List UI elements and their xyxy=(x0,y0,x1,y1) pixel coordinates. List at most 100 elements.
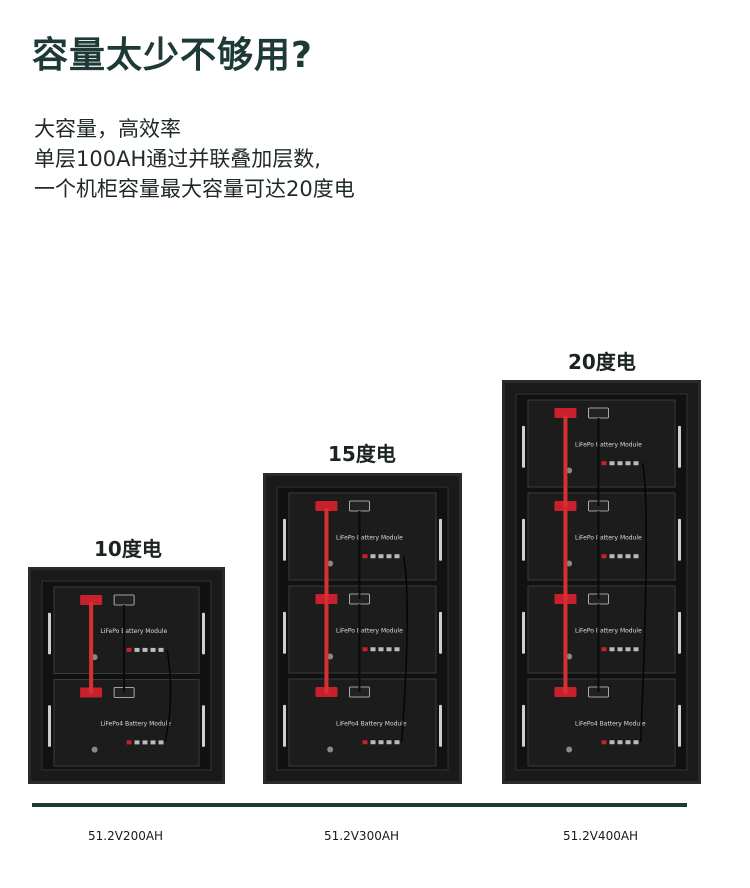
indicator-led xyxy=(601,554,607,559)
comm-cable xyxy=(164,649,172,743)
page-title: 容量太少不够用? xyxy=(32,35,313,76)
module-handle-right xyxy=(202,612,205,655)
indicator-led xyxy=(617,647,623,652)
battery-module: LiFePo Battery Module xyxy=(522,399,681,488)
module-handle-left xyxy=(283,611,286,654)
power-button xyxy=(566,467,573,474)
indicator-led xyxy=(378,647,384,652)
module-handle-right xyxy=(678,611,681,654)
indicator-led xyxy=(609,554,615,559)
indicator-led xyxy=(633,461,639,466)
battery-module: LiFePo Battery Module xyxy=(283,492,442,581)
indicator-led xyxy=(394,647,400,652)
battery-module: LiFePo Battery Module xyxy=(48,586,205,674)
indicator-led xyxy=(362,554,368,559)
module-handle-left xyxy=(48,612,51,655)
positive-terminal xyxy=(554,408,577,418)
module-label: LiFePo4 Battery Module xyxy=(575,720,646,727)
positive-terminal xyxy=(315,501,338,511)
negative-terminal xyxy=(113,594,135,606)
module-label: LiFePo Battery Module xyxy=(575,627,642,634)
indicator-led xyxy=(601,461,607,466)
indicator-led xyxy=(158,647,164,652)
battery-module: LiFePo Battery Module xyxy=(522,492,681,581)
indicator-led xyxy=(633,740,639,745)
power-button xyxy=(327,653,334,660)
module-label: LiFePo Battery Module xyxy=(336,627,403,634)
indicator-led xyxy=(625,647,631,652)
module-handle-left xyxy=(522,611,525,654)
indicator-led xyxy=(617,740,623,745)
power-button xyxy=(566,653,573,660)
battery-module: LiFePo4 Battery Module xyxy=(48,679,205,767)
indicator-led xyxy=(633,647,639,652)
module-handle-right xyxy=(678,518,681,561)
module-handle-left xyxy=(522,518,525,561)
indicator-led xyxy=(370,647,376,652)
indicator-led xyxy=(633,554,639,559)
module-handle-right xyxy=(439,518,442,561)
battery-module: LiFePo4 Battery Module xyxy=(522,678,681,767)
module-handle-right xyxy=(202,705,205,747)
negative-terminal xyxy=(349,500,370,512)
module-handle-left xyxy=(283,518,286,561)
indicator-led xyxy=(617,554,623,559)
module-label: LiFePo Battery Module xyxy=(336,534,403,541)
module-handle-left xyxy=(522,704,525,747)
capacity-label-15: 15度电 xyxy=(328,442,396,466)
module-label: LiFePo Battery Module xyxy=(575,534,642,541)
description-line-3: 一个机柜容量最大容量可达20度电 xyxy=(34,177,355,201)
module-handle-right xyxy=(439,704,442,747)
module-label: LiFePo Battery Module xyxy=(575,441,642,448)
module-handle-right xyxy=(678,425,681,468)
power-button xyxy=(327,560,334,567)
module-handle-left xyxy=(283,704,286,747)
indicator-led xyxy=(362,647,368,652)
baseline-divider xyxy=(32,803,687,807)
indicator-led xyxy=(625,740,631,745)
power-button xyxy=(566,746,573,753)
module-label: LiFePo4 Battery Module xyxy=(100,721,171,728)
indicator-led xyxy=(362,740,368,745)
indicator-led xyxy=(370,554,376,559)
indicator-led xyxy=(142,647,148,652)
indicator-led xyxy=(625,461,631,466)
indicator-led xyxy=(370,740,376,745)
battery-module: LiFePo4 Battery Module xyxy=(283,678,442,767)
module-handle-right xyxy=(439,611,442,654)
indicator-led xyxy=(386,647,392,652)
indicator-led xyxy=(394,740,400,745)
capacity-label-10: 10度电 xyxy=(94,537,162,561)
indicator-led xyxy=(609,740,615,745)
module-handle-left xyxy=(522,425,525,468)
description-line-2: 单层100AH通过并联叠加层数, xyxy=(34,147,321,171)
power-button xyxy=(566,560,573,567)
indicator-led xyxy=(394,554,400,559)
module-label: LiFePo Battery Module xyxy=(100,628,167,635)
module-label: LiFePo4 Battery Module xyxy=(336,720,407,727)
battery-module: LiFePo Battery Module xyxy=(283,585,442,674)
power-button xyxy=(91,746,98,753)
capacity-label-20: 20度电 xyxy=(568,350,636,374)
indicator-led xyxy=(378,740,384,745)
indicator-led xyxy=(378,554,384,559)
module-handle-left xyxy=(48,705,51,747)
indicator-led xyxy=(150,647,156,652)
indicator-led xyxy=(142,740,148,745)
power-button xyxy=(327,746,334,753)
positive-terminal xyxy=(80,595,103,605)
indicator-led xyxy=(126,647,132,652)
indicator-led xyxy=(126,740,132,745)
indicator-led xyxy=(134,740,140,745)
module-handle-right xyxy=(678,704,681,747)
indicator-led xyxy=(150,740,156,745)
indicator-led xyxy=(386,554,392,559)
indicator-led xyxy=(601,740,607,745)
description: 大容量，高效率 单层100AH通过并联叠加层数, 一个机柜容量最大容量可达20度… xyxy=(34,114,355,204)
description-line-1: 大容量，高效率 xyxy=(34,117,181,141)
negative-terminal xyxy=(588,407,609,419)
indicator-led xyxy=(158,740,164,745)
spec-label-200ah: 51.2V200AH xyxy=(88,829,164,843)
